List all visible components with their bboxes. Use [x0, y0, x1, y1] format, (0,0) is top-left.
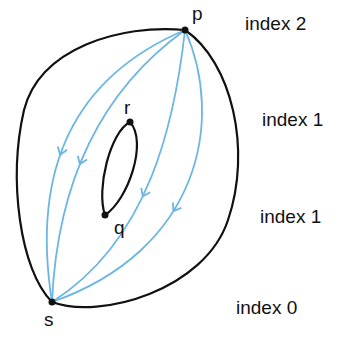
point-label: s	[44, 310, 54, 329]
flow-line	[52, 30, 202, 302]
torus-outline	[17, 29, 238, 307]
flow-arrowhead	[55, 147, 67, 157]
point-label: p	[192, 4, 203, 23]
flow-arrowhead	[169, 203, 181, 214]
flow-arrowhead	[75, 156, 87, 166]
flow-line	[52, 30, 185, 302]
critical-point	[182, 27, 189, 34]
point-label: q	[114, 218, 125, 237]
point-label: r	[124, 98, 130, 117]
torus-hole	[102, 122, 137, 215]
flow-arrowhead	[138, 188, 150, 199]
index-label: index 1	[260, 207, 321, 226]
critical-point	[49, 299, 56, 306]
index-label: index 1	[262, 110, 323, 129]
flow-line	[47, 30, 185, 302]
index-label: index 0	[236, 298, 297, 317]
critical-point	[127, 119, 134, 126]
index-label: index 2	[245, 14, 306, 33]
critical-point	[102, 212, 109, 219]
flow-line	[52, 30, 185, 302]
